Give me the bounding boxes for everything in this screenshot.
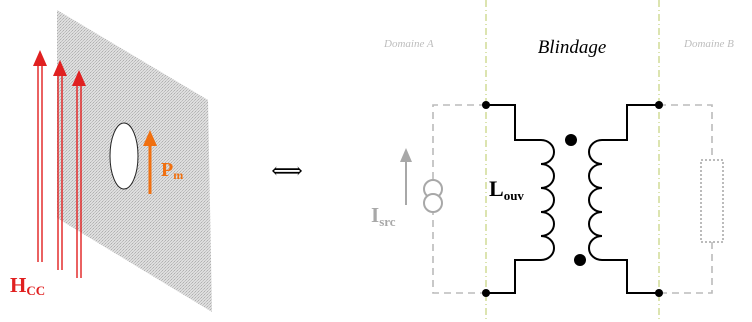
equivalent-circuit: Domaine A Blindage Domaine B Isrc [371, 0, 734, 322]
field-arrow-2 [53, 60, 67, 270]
domain-b-label: Domaine B [683, 38, 734, 50]
moment-label: Pm [161, 159, 183, 182]
inductance-label: Louv [489, 176, 524, 203]
node-top-right [655, 101, 663, 109]
field-label: HCC [10, 273, 45, 298]
secondary-winding [588, 104, 659, 294]
source-label: Isrc [371, 203, 396, 229]
shield-label: Blindage [538, 37, 607, 58]
load-resistor [700, 159, 724, 243]
field-arrow-1 [33, 50, 47, 262]
polarity-dot-secondary [574, 254, 586, 266]
aperture-ellipse [109, 122, 139, 190]
node-top-left [482, 101, 490, 109]
domain-a-label: Domaine A [383, 38, 434, 50]
current-source-icon [400, 148, 443, 213]
node-bottom-left [482, 289, 490, 297]
domain-b-loop [659, 104, 713, 294]
field-arrow-3 [72, 70, 86, 278]
node-bottom-right [655, 289, 663, 297]
polarity-dot-primary [565, 134, 577, 146]
primary-winding [486, 104, 555, 294]
shield-plate-figure: Pm HCC [10, 10, 212, 312]
moment-arrow [143, 130, 157, 194]
equivalence-arrow-icon: ⟺ [271, 158, 303, 183]
